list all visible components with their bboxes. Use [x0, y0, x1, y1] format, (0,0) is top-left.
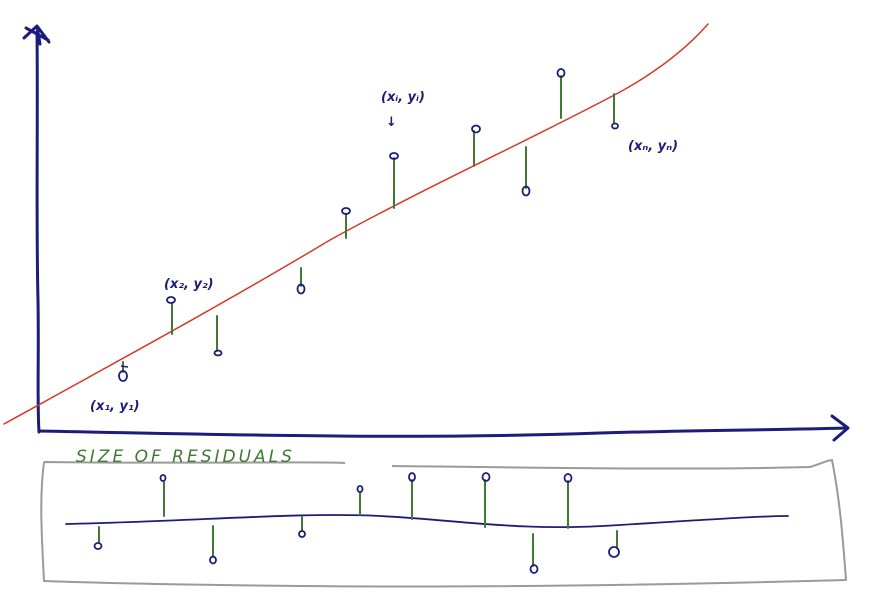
y-axis-line	[35, 30, 41, 434]
data-point	[471, 124, 481, 134]
data-point-tick	[120, 365, 129, 368]
point-annotations: (x₁, y₁) (x₂, y₂) (xᵢ, yᵢ) ↓ (xₙ, yₙ)	[90, 90, 678, 414]
panel-residual-point	[209, 555, 217, 565]
data-point	[213, 349, 223, 357]
data-point	[611, 122, 619, 130]
annotation-arrow-down: ↓	[386, 115, 397, 130]
data-point	[521, 185, 531, 197]
panel-residual-point	[529, 564, 539, 574]
panel-residual-point	[356, 485, 364, 493]
label-point-n: (xₙ, yₙ)	[628, 139, 678, 154]
panel-residual-point	[608, 546, 620, 558]
data-point	[118, 370, 128, 382]
residual-panel: SIZE OF RESIDUALS	[40, 447, 847, 588]
y-axis-arrowhead	[22, 24, 51, 46]
panel-residual-point	[481, 472, 491, 482]
panel-residual-point	[563, 473, 573, 483]
data-point	[296, 283, 306, 295]
residual-segments	[122, 75, 615, 373]
x-axis-line	[37, 426, 848, 438]
residual-zero-line	[65, 514, 789, 529]
y-axis	[22, 24, 51, 434]
x-axis-arrowhead	[830, 414, 850, 442]
data-point	[556, 68, 566, 78]
label-point-1: (x₁, y₁)	[90, 399, 140, 414]
panel-residual-point	[159, 474, 167, 482]
data-points	[118, 68, 619, 382]
residual-panel-border	[40, 459, 847, 588]
panel-residual-point	[408, 472, 416, 482]
label-point-i: (xᵢ, yᵢ)	[381, 90, 425, 105]
panel-residual-stems	[98, 479, 618, 567]
panel-residual-point	[298, 530, 306, 538]
data-point	[389, 152, 399, 160]
panel-residual-points	[93, 472, 620, 574]
data-point	[341, 207, 351, 215]
data-point	[166, 296, 176, 304]
panel-residual-point	[93, 542, 103, 550]
label-point-2: (x₂, y₂)	[164, 277, 214, 292]
x-axis	[37, 414, 850, 442]
residual-panel-title: SIZE OF RESIDUALS	[76, 447, 295, 467]
regression-line	[3, 23, 709, 425]
